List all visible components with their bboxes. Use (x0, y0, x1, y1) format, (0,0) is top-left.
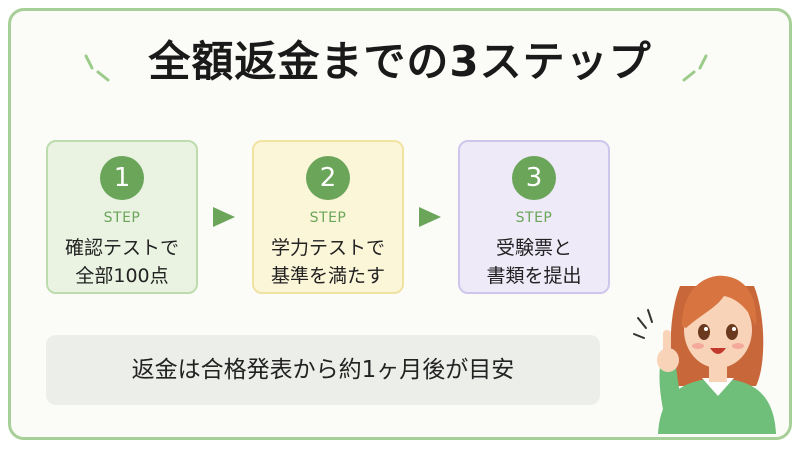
step-description-line: 全部100点 (75, 265, 169, 287)
sparkle-left-icon (84, 54, 110, 82)
step-label: STEP (309, 210, 347, 226)
step-description: 学力テストで 基準を満たす (254, 234, 402, 290)
sparkle-right-icon (682, 54, 708, 82)
arrow-right-icon (419, 207, 441, 227)
title-area: 全額返金までの3ステップ (0, 30, 800, 94)
refund-note-box: 返金は合格発表から約1ヶ月後が目安 (46, 335, 600, 405)
arrow-right-icon (213, 207, 235, 227)
step-number-badge: 2 (306, 156, 350, 200)
step-card-1: 1 STEP 確認テストで 全部100点 (46, 140, 198, 294)
step-description: 受験票と 書類を提出 (460, 234, 608, 290)
step-description-line: 書類を提出 (486, 265, 582, 287)
step-description-line: 学力テストで (270, 237, 385, 259)
step-card-3: 3 STEP 受験票と 書類を提出 (458, 140, 610, 294)
page-title: 全額返金までの3ステップ (148, 37, 652, 86)
step-description-line: 確認テストで (64, 237, 179, 259)
step-label: STEP (515, 210, 553, 226)
step-description: 確認テストで 全部100点 (48, 234, 196, 290)
step-number-badge: 3 (512, 156, 556, 200)
step-card-2: 2 STEP 学力テストで 基準を満たす (252, 140, 404, 294)
step-number-badge: 1 (100, 156, 144, 200)
pointing-woman-illustration (633, 275, 776, 434)
step-label: STEP (103, 210, 141, 226)
step-description-line: 基準を満たす (270, 265, 385, 287)
step-description-line: 受験票と (495, 237, 572, 259)
refund-note-text: 返金は合格発表から約1ヶ月後が目安 (131, 357, 515, 383)
